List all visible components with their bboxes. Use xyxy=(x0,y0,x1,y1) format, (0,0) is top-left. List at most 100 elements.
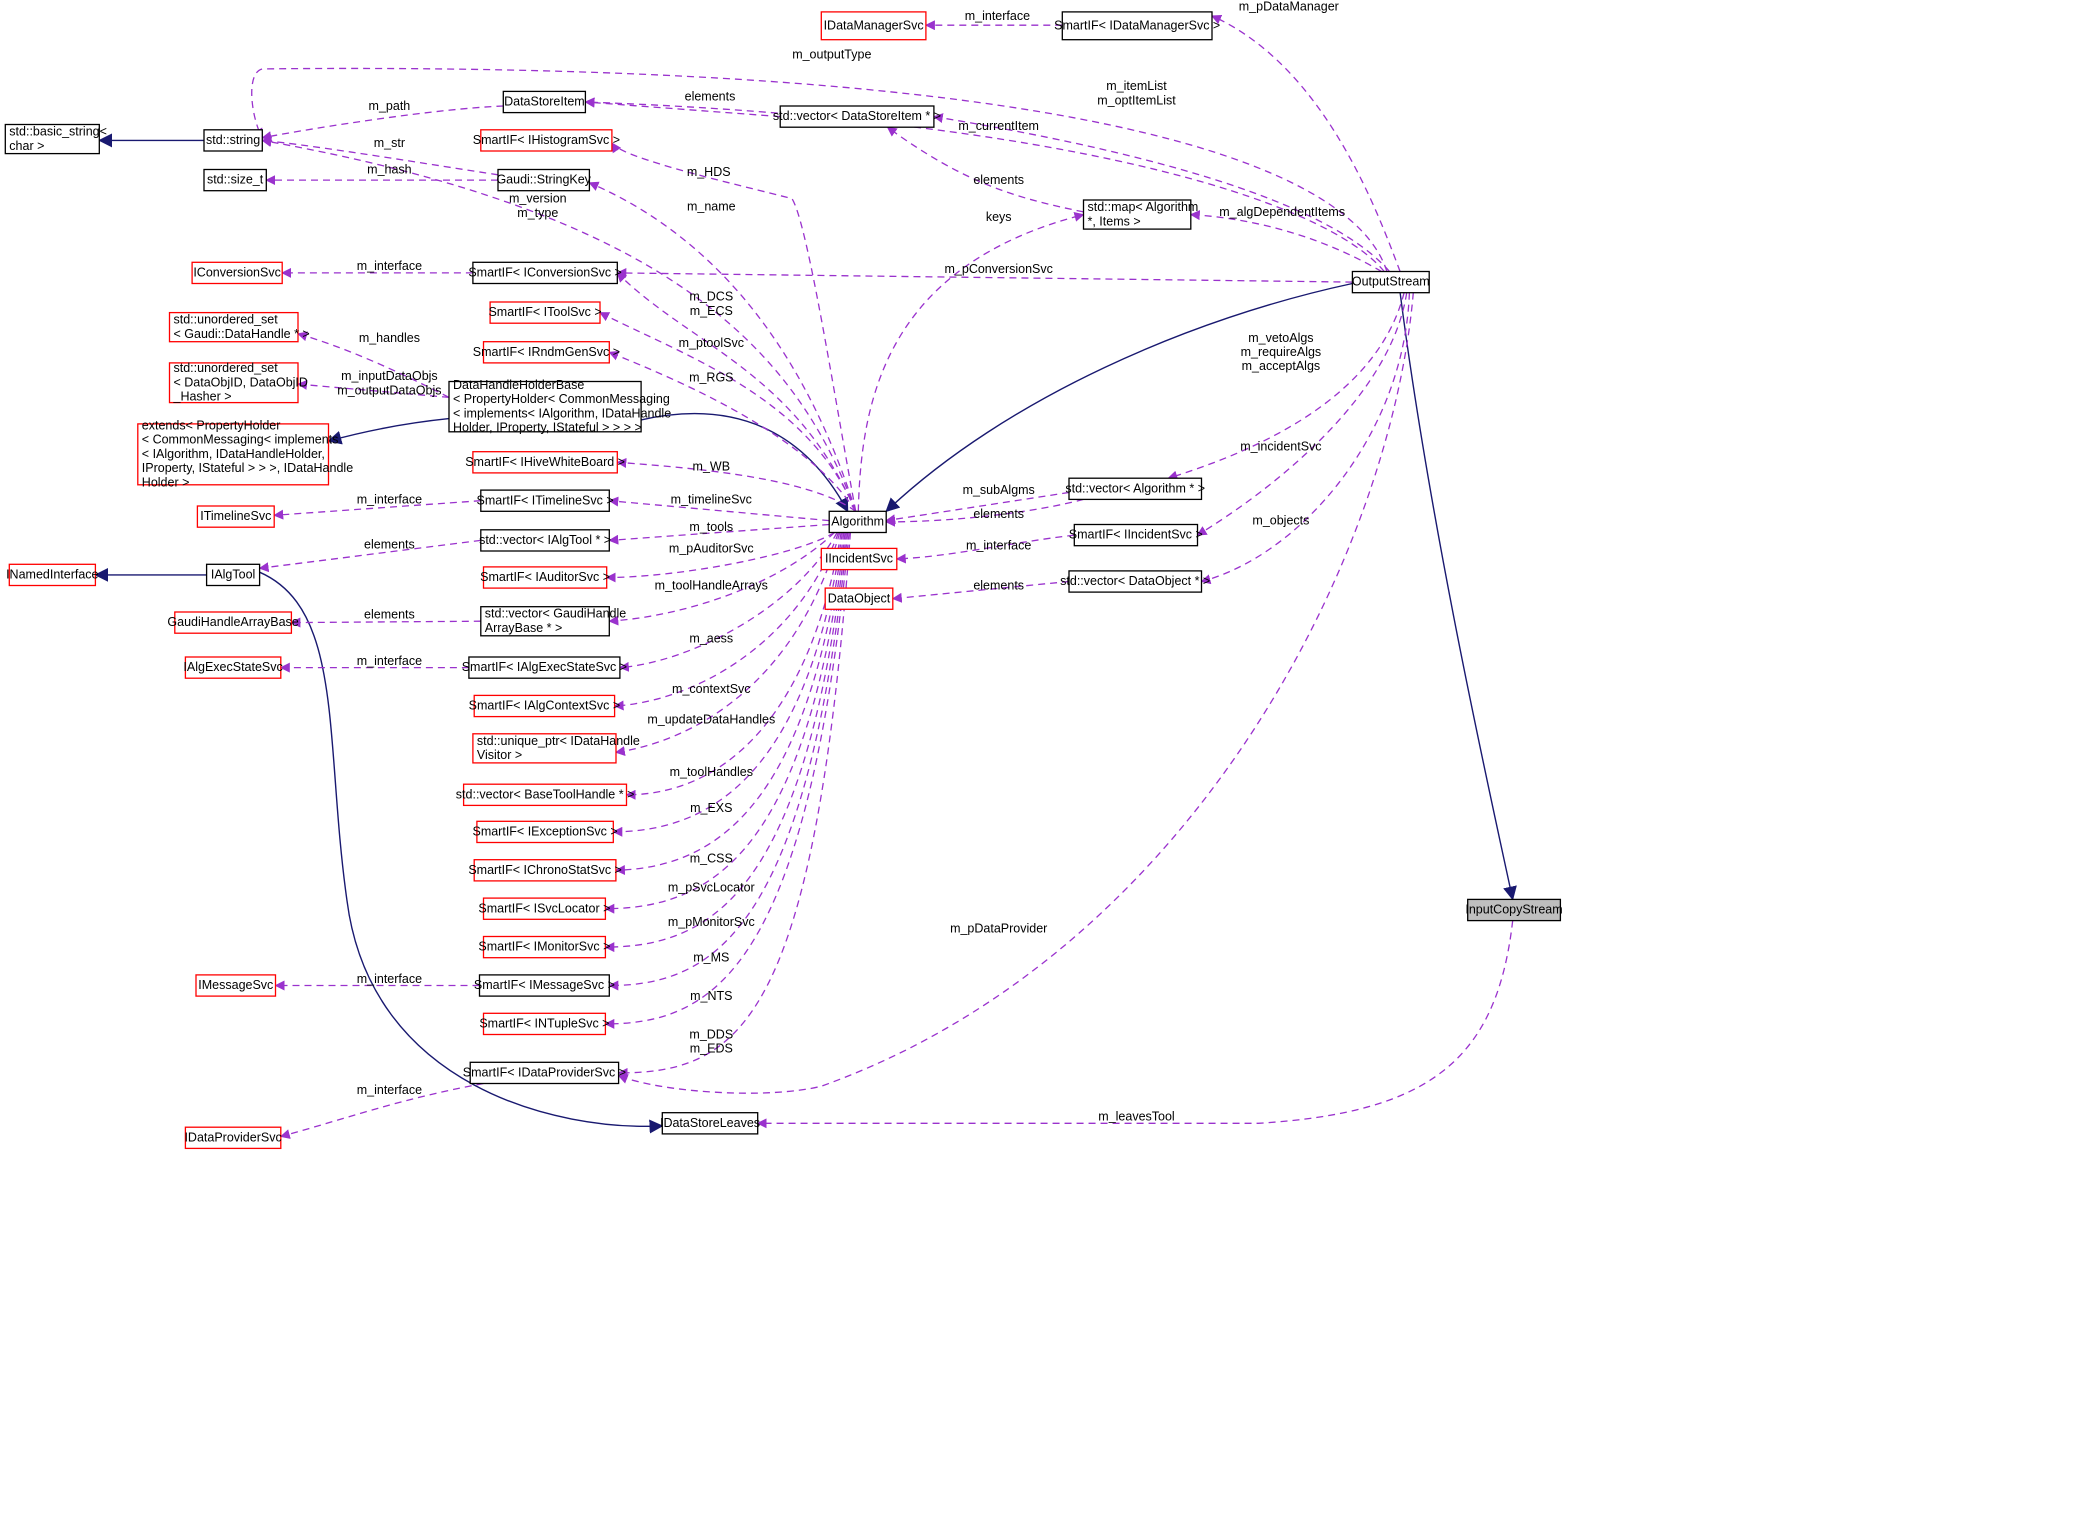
class-node[interactable]: DataHandleHolderBase< PropertyHolder< Co… xyxy=(448,378,671,435)
edge-label: m_EDS xyxy=(690,1042,733,1056)
usage-edge xyxy=(608,532,849,991)
class-node[interactable]: SmartIF< IDataProviderSvc > xyxy=(463,1061,626,1085)
class-node[interactable]: std::vector< DataObject * > xyxy=(1060,570,1210,593)
class-node-box xyxy=(191,261,283,285)
class-node[interactable]: SmartIF< IIncidentSvc > xyxy=(1069,523,1203,547)
class-node[interactable]: SmartIF< IMonitorSvc > xyxy=(478,935,610,959)
class-node[interactable]: SmartIF< INTupleSvc > xyxy=(479,1012,609,1036)
class-node[interactable]: SmartIF< IAlgContextSvc > xyxy=(469,694,620,718)
class-node[interactable]: INamedInterface xyxy=(6,563,99,587)
class-node-box xyxy=(480,529,610,552)
class-node[interactable]: std::vector< Algorithm * > xyxy=(1065,477,1205,501)
class-node[interactable]: SmartIF< IAuditorSvc > xyxy=(480,566,610,589)
class-node-box xyxy=(196,505,275,528)
inheritance-edge xyxy=(885,282,1353,513)
edge-label: m_updateDataHandles xyxy=(647,712,775,726)
class-node[interactable]: IIncidentSvc xyxy=(820,547,898,571)
usage-edge xyxy=(613,532,840,711)
class-node-label: SmartIF< IChronoStatSvc > xyxy=(468,863,622,877)
class-node[interactable]: SmartIF< IAlgExecStateSvc > xyxy=(462,656,627,679)
class-node[interactable]: InputCopyStream xyxy=(1465,898,1563,922)
class-node[interactable]: IAlgExecStateSvc xyxy=(183,656,283,679)
class-node[interactable]: DataObject xyxy=(824,587,894,610)
edge-label: m_incidentSvc xyxy=(1240,439,1321,453)
class-node[interactable]: SmartIF< IRndmGenSvc > xyxy=(473,341,620,364)
class-node-label: std::vector< Algorithm * > xyxy=(1065,481,1205,495)
usage-edge xyxy=(604,532,846,914)
class-node[interactable]: SmartIF< ISvcLocator > xyxy=(478,897,610,920)
class-node[interactable]: SmartIF< IExceptionSvc > xyxy=(472,820,618,844)
class-node-box xyxy=(472,733,617,764)
class-node[interactable]: std::basic_string<char > xyxy=(4,123,107,155)
class-node[interactable]: DataStoreItem xyxy=(502,90,587,114)
class-node[interactable]: SmartIF< IToolSvc > xyxy=(488,301,602,324)
usage-edge xyxy=(608,351,857,512)
edge-label: elements xyxy=(973,173,1024,187)
edge-label: m_interface xyxy=(357,654,422,668)
edge-label: m_currentItem xyxy=(958,119,1039,133)
class-node[interactable]: std::map< Algorithm*, Items > xyxy=(1082,199,1199,230)
class-node-box xyxy=(661,1112,759,1135)
class-node[interactable]: SmartIF< IDataManagerSvc > xyxy=(1054,11,1220,41)
class-node[interactable]: IDataProviderSvc xyxy=(184,1126,282,1150)
class-node[interactable]: extends< PropertyHolder< CommonMessaging… xyxy=(137,419,353,490)
class-node[interactable]: SmartIF< IHiveWhiteBoard > xyxy=(465,451,625,474)
edge-label: m_interface xyxy=(357,1083,422,1097)
class-node[interactable]: SmartIF< IConversionSvc > xyxy=(468,261,622,285)
class-node-label: std::vector< IAlgTool * > xyxy=(479,533,611,547)
class-node-box xyxy=(478,974,610,997)
class-node[interactable]: Algorithm xyxy=(828,510,887,534)
usage-edge xyxy=(614,532,841,757)
usage-edge xyxy=(895,534,1075,564)
class-node[interactable]: Gaudi::StringKey xyxy=(496,168,592,192)
class-node[interactable]: SmartIF< IHistogramSvc > xyxy=(473,129,620,152)
usage-edge xyxy=(618,532,838,672)
usage-edge xyxy=(1189,210,1382,273)
usage-edge xyxy=(608,532,835,626)
class-node-label: Algorithm xyxy=(831,515,884,529)
class-node[interactable]: std::unordered_set< DataObjID, DataObjID… xyxy=(168,361,308,404)
class-node-box xyxy=(779,105,935,128)
class-node[interactable]: SmartIF< ITimelineSvc > xyxy=(477,489,614,512)
class-node-label: std::unordered_set xyxy=(174,361,279,375)
class-node[interactable]: std::unordered_set< Gaudi::DataHandle * … xyxy=(168,311,310,343)
class-node[interactable]: IAlgTool xyxy=(205,563,261,587)
class-node-label: SmartIF< IDataProviderSvc > xyxy=(463,1066,626,1080)
class-node-box xyxy=(1467,898,1562,922)
class-node[interactable]: OutputStream xyxy=(1351,270,1430,294)
class-node[interactable]: IConversionSvc xyxy=(191,261,283,285)
usage-edge xyxy=(290,617,481,628)
class-node-box xyxy=(8,563,97,587)
edge-label: m_contextSvc xyxy=(672,682,751,696)
class-node[interactable]: std::vector< GaudiHandleArrayBase * > xyxy=(480,606,626,637)
class-node-box xyxy=(824,587,894,610)
class-node[interactable]: std::string xyxy=(203,129,263,152)
class-node-label: IDataStoreLeaves xyxy=(660,1116,760,1130)
usage-edge xyxy=(608,496,830,522)
class-node[interactable]: ITimelineSvc xyxy=(196,505,275,528)
class-node-label: std::vector< DataStoreItem * > xyxy=(773,109,941,123)
class-node[interactable]: GaudiHandleArrayBase xyxy=(167,611,299,634)
class-node[interactable]: IMessageSvc xyxy=(195,974,277,997)
edge-label: m_HDS xyxy=(687,165,731,179)
edge-label: m_str xyxy=(374,136,405,150)
edge-label: m_algDependentItems xyxy=(1219,205,1345,219)
class-node[interactable]: IDataStoreLeaves xyxy=(660,1112,760,1135)
class-node[interactable]: IDataManagerSvc xyxy=(820,11,927,41)
edge-label: m_outputType xyxy=(792,47,871,61)
class-node[interactable]: SmartIF< IMessageSvc > xyxy=(474,974,615,997)
edge-label: m_DCS xyxy=(689,290,733,304)
class-node-label: IDataManagerSvc xyxy=(824,18,924,32)
class-node[interactable]: std::vector< DataStoreItem * > xyxy=(773,105,941,128)
edge-label: m_interface xyxy=(965,9,1030,23)
class-node[interactable]: std::size_t xyxy=(203,168,267,192)
class-node[interactable]: SmartIF< IChronoStatSvc > xyxy=(468,859,622,882)
class-node-label: IConversionSvc xyxy=(193,266,281,280)
class-node[interactable]: std::vector< IAlgTool * > xyxy=(479,529,611,552)
class-node-box xyxy=(482,566,608,589)
class-node[interactable]: std::vector< BaseToolHandle * > xyxy=(456,783,635,807)
class-node-box xyxy=(184,656,282,679)
class-node-box xyxy=(828,510,887,534)
usage-edge xyxy=(857,212,1085,512)
